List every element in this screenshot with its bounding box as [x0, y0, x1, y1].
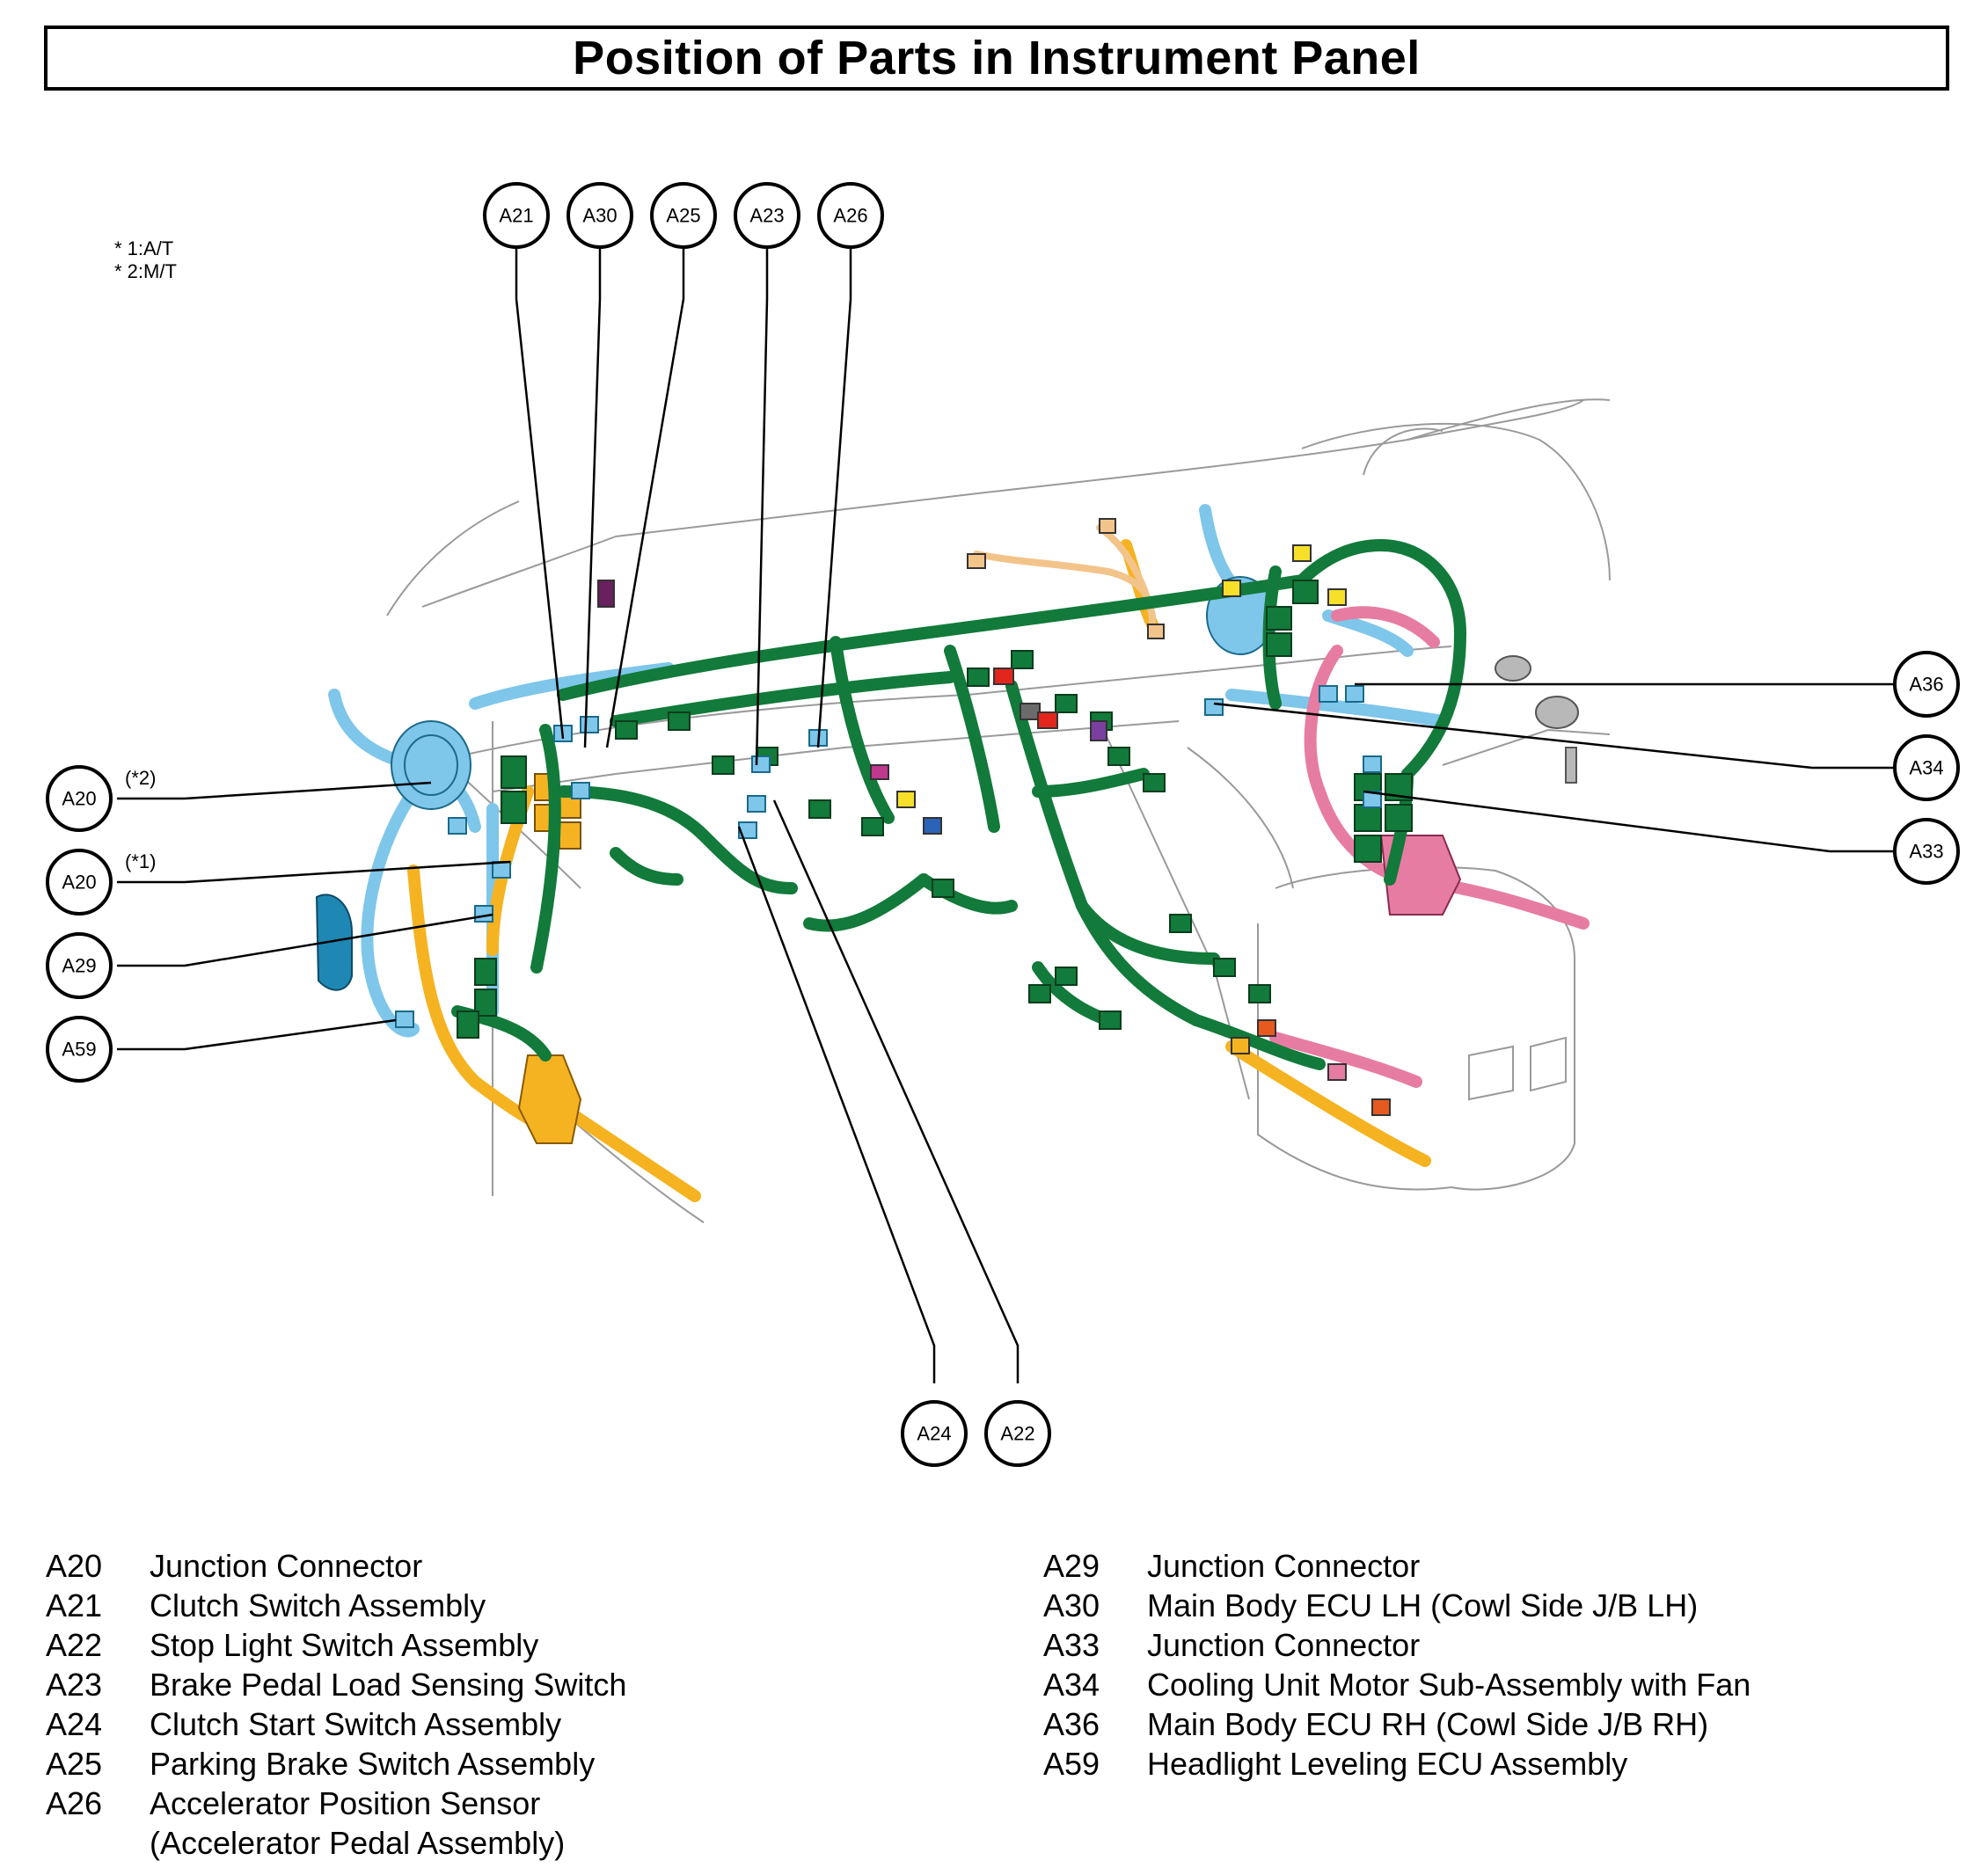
- green-harness: [451, 538, 1467, 1070]
- legend-code: A34: [1043, 1667, 1100, 1703]
- note-at: * 1:A/T: [114, 237, 174, 259]
- callout-note-mt: (*2): [125, 767, 156, 789]
- callout-label-a34: A34: [1909, 757, 1943, 779]
- legend-code: A21: [46, 1587, 103, 1623]
- legend-name: Brake Pedal Load Sensing Switch: [150, 1667, 627, 1703]
- orange-bracket: [517, 1054, 582, 1144]
- callout-a22: A22: [984, 1400, 1051, 1467]
- legend-row: A20 Junction Connector: [46, 1546, 626, 1586]
- callout-label-a29: A29: [62, 955, 96, 977]
- legend-name: Stop Light Switch Assembly: [150, 1627, 539, 1663]
- legend-code: A59: [1043, 1746, 1100, 1782]
- green-connectors: [457, 580, 1413, 1039]
- callout-a24: A24: [901, 1400, 968, 1467]
- callout-label-a20-at: A20: [62, 872, 96, 894]
- callout-a59: A59: [46, 1016, 113, 1083]
- legend-row: A24 Clutch Start Switch Assembly: [46, 1704, 626, 1744]
- legend-row: A33 Junction Connector: [1043, 1625, 1750, 1665]
- legend-name: Cooling Unit Motor Sub-Assembly with Fan: [1147, 1667, 1751, 1703]
- callout-a23: A23: [734, 182, 800, 249]
- misc-connectors: [597, 518, 1391, 1116]
- legend-code: A36: [1043, 1706, 1100, 1742]
- legend-name: Parking Brake Switch Assembly: [150, 1746, 596, 1782]
- instrument-panel-diagram: A21 A30 A25 A23 A26 A20 (*2) A20 (*1) A2…: [46, 182, 1960, 1467]
- legend-row: A25 Parking Brake Switch Assembly: [46, 1744, 626, 1784]
- legend-row: A30 Main Body ECU LH (Cowl Side J/B LH): [1043, 1586, 1750, 1625]
- callout-a29: A29: [46, 932, 113, 999]
- callout-label-a59: A59: [62, 1039, 96, 1061]
- callout-label-a24: A24: [917, 1423, 951, 1445]
- callout-label-a22: A22: [1000, 1423, 1034, 1445]
- legend-code: A20: [46, 1548, 103, 1584]
- legend-code: A23: [46, 1667, 103, 1703]
- legend-name: Headlight Leveling ECU Assembly: [1147, 1746, 1628, 1782]
- callout-label-a20-mt: A20: [62, 788, 96, 810]
- legend-row: A21 Clutch Switch Assembly: [46, 1586, 626, 1625]
- callout-a26: A26: [817, 182, 884, 249]
- pink-harness: [1269, 606, 1590, 1088]
- callout-label-a30: A30: [582, 205, 617, 227]
- callout-a20-mt: A20 (*2): [46, 765, 156, 832]
- legend-code: A30: [1043, 1587, 1100, 1623]
- callout-a34: A34: [1893, 734, 1960, 801]
- leader-lines: [117, 248, 1894, 1383]
- callout-label-a23: A23: [749, 205, 784, 227]
- legend-row: A23 Brake Pedal Load Sensing Switch: [46, 1665, 626, 1704]
- legend-code: A33: [1043, 1627, 1100, 1663]
- callout-a21: A21: [483, 182, 550, 249]
- callout-a25: A25: [650, 182, 717, 249]
- legend-name: Clutch Switch Assembly: [150, 1587, 486, 1623]
- legend-row: A59 Headlight Leveling ECU Assembly: [1043, 1744, 1750, 1784]
- callout-note-at: (*1): [125, 850, 156, 872]
- legend-name: Main Body ECU LH (Cowl Side J/B LH): [1147, 1587, 1699, 1623]
- legend-code: A29: [1043, 1548, 1100, 1584]
- gray-grommets: [1495, 655, 1579, 784]
- legend-name: Junction Connector: [1147, 1548, 1421, 1584]
- legend-row: A36 Main Body ECU RH (Cowl Side J/B RH): [1043, 1704, 1750, 1744]
- title-box: Position of Parts in Instrument Panel: [44, 26, 1949, 91]
- legend-code: A26: [46, 1785, 103, 1821]
- callout-label-a25: A25: [666, 205, 700, 227]
- legend-row: A26 Accelerator Position Sensor: [46, 1784, 626, 1823]
- notes: * 1:A/T * 2:M/T: [114, 237, 177, 283]
- callout-a30: A30: [566, 182, 633, 249]
- legend-code: A24: [46, 1706, 103, 1742]
- callout-a33: A33: [1893, 818, 1960, 885]
- legend-name: Accelerator Position Sensor: [150, 1785, 541, 1821]
- legend-name: Junction Connector: [1147, 1627, 1421, 1663]
- legend-name: Main Body ECU RH (Cowl Side J/B RH): [1147, 1706, 1709, 1742]
- callout-a36: A36: [1893, 651, 1960, 718]
- callout-label-a33: A33: [1909, 841, 1943, 863]
- legend-code: A25: [46, 1746, 103, 1782]
- callout-label-a36: A36: [1909, 674, 1943, 696]
- legend-left: A20 Junction Connector A21 Clutch Switch A…: [46, 1546, 626, 1863]
- legend-row: A22 Stop Light Switch Assembly: [46, 1625, 626, 1665]
- page-title: Position of Parts in Instrument Panel: [573, 32, 1421, 84]
- legend-code: A22: [46, 1627, 103, 1663]
- callout-label-a26: A26: [833, 205, 867, 227]
- note-mt: * 2:M/T: [114, 260, 177, 282]
- callout-label-a21: A21: [499, 205, 533, 227]
- legend-row: A29 Junction Connector: [1043, 1546, 1750, 1586]
- callout-a20-at: A20 (*1): [46, 849, 156, 916]
- legend-name: Junction Connector: [150, 1548, 423, 1584]
- legend-row: A34 Cooling Unit Motor Sub-Assembly with …: [1043, 1665, 1750, 1704]
- legend-name: Clutch Start Switch Assembly: [150, 1706, 562, 1742]
- legend-name-continuation: (Accelerator Pedal Assembly): [150, 1825, 566, 1861]
